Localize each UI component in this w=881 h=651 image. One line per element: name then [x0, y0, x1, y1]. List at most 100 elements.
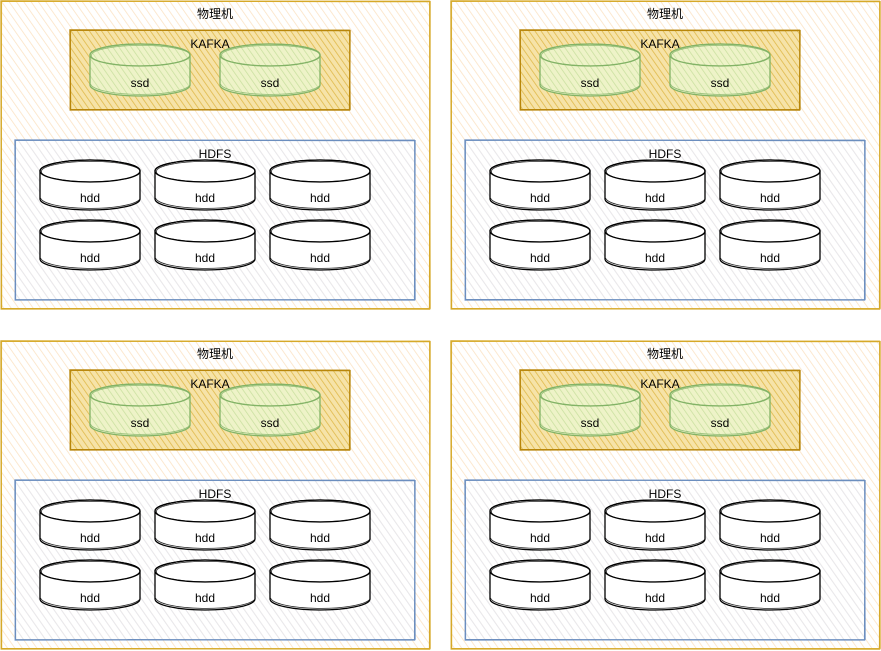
hdd-cylinder	[269, 159, 371, 211]
hdd-cylinder	[604, 559, 706, 611]
ssd-disk: ssd	[539, 43, 641, 97]
hdd-label: hdd	[80, 531, 100, 545]
hdd-label: hdd	[195, 191, 215, 205]
hdd-disk: hdd	[719, 559, 821, 611]
hdd-label: hdd	[645, 251, 665, 265]
hdd-label: hdd	[310, 531, 330, 545]
hdd-cylinder	[489, 499, 591, 551]
hdd-disk: hdd	[39, 159, 141, 211]
hdd-disk: hdd	[489, 499, 591, 551]
hdfs-label: HDFS	[199, 147, 232, 161]
hdfs-group: HDFS hdd hdd hdd hdd hdd hdd	[14, 139, 416, 301]
hdd-label: hdd	[195, 251, 215, 265]
hdd-cylinder	[269, 559, 371, 611]
hdd-cylinder	[719, 499, 821, 551]
hdd-cylinder	[604, 219, 706, 271]
hdd-label: hdd	[310, 191, 330, 205]
hdd-disk: hdd	[269, 499, 371, 551]
hdd-label: hdd	[80, 191, 100, 205]
hdd-cylinder	[269, 499, 371, 551]
hdd-disk: hdd	[269, 559, 371, 611]
hdd-label: hdd	[195, 531, 215, 545]
ssd-label: ssd	[581, 416, 600, 430]
hdd-cylinder	[604, 499, 706, 551]
ssd-cylinder	[669, 383, 771, 437]
ssd-cylinder	[669, 43, 771, 97]
ssd-cylinder	[539, 383, 641, 437]
hdd-disk: hdd	[154, 559, 256, 611]
ssd-cylinder	[89, 383, 191, 437]
ssd-label: ssd	[581, 76, 600, 90]
ssd-disk: ssd	[89, 43, 191, 97]
hdd-label: hdd	[760, 251, 780, 265]
hdd-cylinder	[489, 559, 591, 611]
hdd-label: hdd	[760, 531, 780, 545]
hdd-label: hdd	[530, 531, 550, 545]
machine-label: 物理机	[647, 347, 683, 361]
hdd-cylinder	[489, 219, 591, 271]
hdd-disk: hdd	[39, 499, 141, 551]
hdd-label: hdd	[645, 591, 665, 605]
hdd-cylinder	[154, 499, 256, 551]
hdd-label: hdd	[530, 251, 550, 265]
ssd-label: ssd	[711, 416, 730, 430]
hdd-label: hdd	[80, 251, 100, 265]
ssd-disk: ssd	[669, 43, 771, 97]
kafka-label: KAFKA	[190, 377, 229, 391]
hdd-label: hdd	[530, 191, 550, 205]
hdd-disk: hdd	[719, 159, 821, 211]
hdd-cylinder	[39, 559, 141, 611]
machine-label: 物理机	[197, 347, 233, 361]
hdd-label: hdd	[645, 531, 665, 545]
hdfs-label: HDFS	[199, 487, 232, 501]
kafka-group: KAFKA ssd ssd	[519, 369, 801, 451]
kafka-label: KAFKA	[640, 377, 679, 391]
hdd-disk: hdd	[154, 159, 256, 211]
ssd-label: ssd	[711, 76, 730, 90]
hdd-cylinder	[154, 559, 256, 611]
hdd-label: hdd	[760, 191, 780, 205]
ssd-label: ssd	[131, 416, 150, 430]
hdd-cylinder	[154, 219, 256, 271]
hdd-label: hdd	[80, 591, 100, 605]
kafka-label: KAFKA	[190, 37, 229, 51]
hdd-label: hdd	[195, 591, 215, 605]
hdfs-label: HDFS	[649, 487, 682, 501]
hdd-disk: hdd	[269, 219, 371, 271]
hdfs-label: HDFS	[649, 147, 682, 161]
hdd-label: hdd	[530, 591, 550, 605]
hdd-cylinder	[39, 499, 141, 551]
hdd-cylinder	[269, 219, 371, 271]
ssd-label: ssd	[261, 416, 280, 430]
hdd-cylinder	[719, 159, 821, 211]
hdd-cylinder	[489, 159, 591, 211]
hdd-disk: hdd	[39, 219, 141, 271]
hdd-cylinder	[39, 159, 141, 211]
machine-label: 物理机	[197, 7, 233, 21]
hdd-label: hdd	[310, 591, 330, 605]
hdd-disk: hdd	[154, 499, 256, 551]
hdd-disk: hdd	[604, 559, 706, 611]
hdd-disk: hdd	[604, 159, 706, 211]
hdd-label: hdd	[760, 591, 780, 605]
hdd-disk: hdd	[719, 499, 821, 551]
hdd-disk: hdd	[269, 159, 371, 211]
ssd-disk: ssd	[219, 383, 321, 437]
hdfs-group: HDFS hdd hdd hdd hdd hdd hdd	[14, 479, 416, 641]
hdd-cylinder	[154, 159, 256, 211]
hdd-disk: hdd	[719, 219, 821, 271]
hdfs-group: HDFS hdd hdd hdd hdd hdd hdd	[464, 479, 866, 641]
ssd-label: ssd	[131, 76, 150, 90]
hdd-disk: hdd	[154, 219, 256, 271]
hdd-disk: hdd	[39, 559, 141, 611]
hdd-disk: hdd	[604, 499, 706, 551]
ssd-cylinder	[89, 43, 191, 97]
hdd-cylinder	[39, 219, 141, 271]
ssd-disk: ssd	[539, 383, 641, 437]
